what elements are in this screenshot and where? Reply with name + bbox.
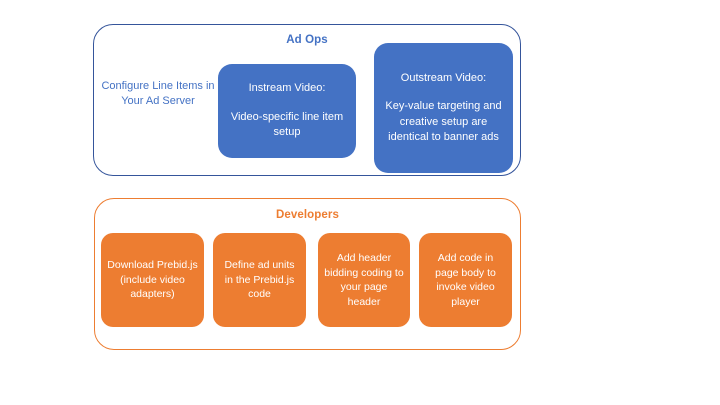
card-add-page-body-code[interactable]: Add code in page body to invoke video pl… [419, 233, 512, 327]
card-instream-video-heading: Instream Video: [248, 82, 326, 95]
group-title-ad-ops: Ad Ops [286, 34, 328, 46]
card-download-prebid-body: Download Prebid.js (include video adapte… [107, 259, 198, 301]
card-add-header-bidding-code-body: Add header bidding coding to your page h… [324, 252, 404, 308]
card-define-ad-units[interactable]: Define ad units in the Prebid.js code [213, 233, 306, 327]
card-outstream-video-heading: Outstream Video: [400, 71, 487, 84]
card-outstream-video[interactable]: Outstream Video: Key-value targeting and… [374, 43, 513, 173]
text-block-configure-line-items: Configure Line Items in Your Ad Server [101, 80, 215, 107]
group-title-developers: Developers [275, 209, 339, 221]
card-instream-video[interactable]: Instream Video: Video-specific line item… [218, 64, 356, 158]
group-developers: Developers Download Prebid.js (include v… [94, 198, 521, 350]
card-outstream-video-body: Key-value targeting and creative setup a… [385, 100, 502, 143]
card-download-prebid[interactable]: Download Prebid.js (include video adapte… [101, 233, 204, 327]
card-define-ad-units-body: Define ad units in the Prebid.js code [224, 259, 295, 301]
card-instream-video-body: Video-specific line item setup [230, 110, 344, 139]
card-add-header-bidding-code[interactable]: Add header bidding coding to your page h… [318, 233, 410, 327]
group-ad-ops: Ad Ops Configure Line Items in Your Ad S… [93, 24, 521, 176]
card-add-page-body-code-body: Add code in page body to invoke video pl… [435, 252, 496, 308]
